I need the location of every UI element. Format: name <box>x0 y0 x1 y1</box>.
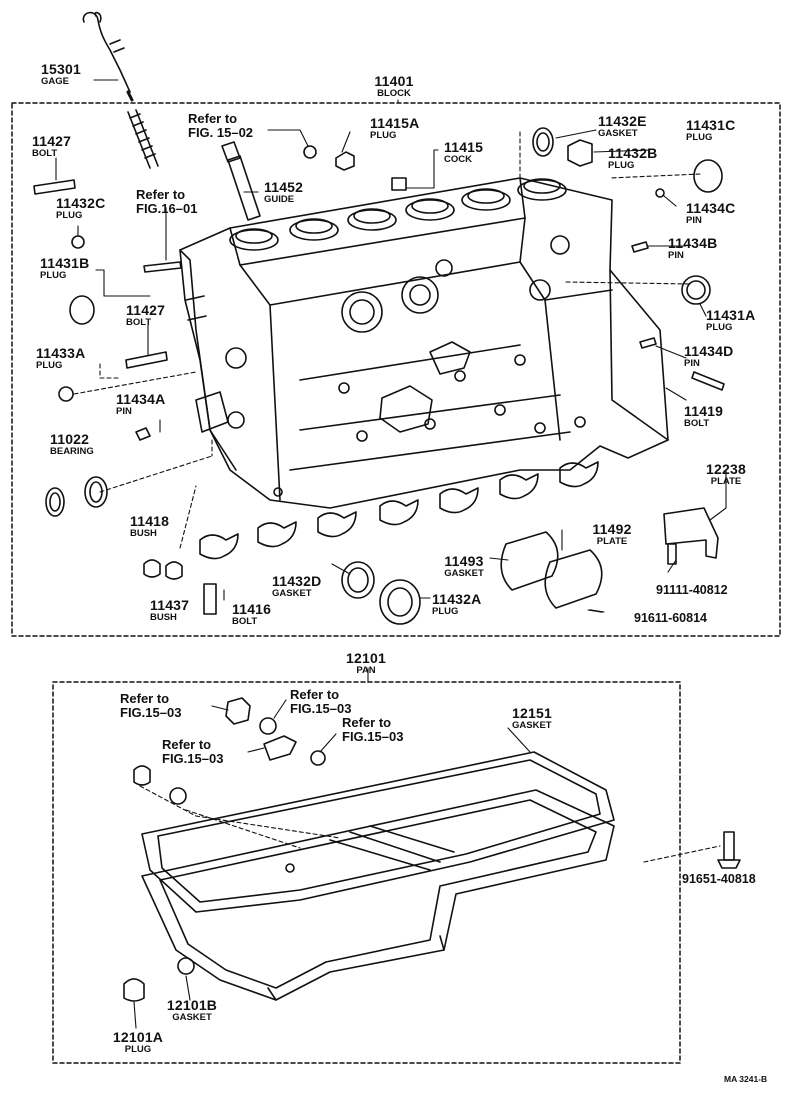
part-label-gage: 15301 GAGE <box>41 61 81 87</box>
part-label-plate-12238: 12238 PLATE <box>706 461 746 487</box>
part-label-plug-11432b: 11432B PLUG <box>608 145 658 171</box>
rear-plug-gasket-icon <box>341 561 421 625</box>
cylinder-block-icon <box>179 177 669 509</box>
pan-group-number: 12101 <box>346 650 386 666</box>
part-label-pin-11434c: 11434C PIN <box>686 200 736 226</box>
part-label-bolt-11416: 11416 BOLT <box>232 601 272 627</box>
ref-fig-15-03-a: Refer to FIG.15–03 <box>120 691 182 720</box>
pan-bolt-icon <box>717 831 741 869</box>
bushes-icon <box>143 559 217 615</box>
drawing-id: MA 3241-B <box>724 1074 768 1084</box>
part-label-bearing: 11022 BEARING <box>50 431 94 457</box>
part-label-gasket-11432e: 11432E GASKET <box>598 113 647 139</box>
code-91611-60814: 91611-60814 <box>634 611 707 625</box>
leader-lines <box>55 79 727 1029</box>
block-group-number: 11401 <box>374 73 414 89</box>
plugs-right-icon <box>303 127 725 391</box>
part-label-plug-11431b: 11431B PLUG <box>40 255 90 281</box>
dipstick-tube-icon <box>127 109 159 169</box>
part-label-plate-11492: 11492 PLATE <box>592 521 632 547</box>
part-label-cock-11415: 11415 COCK <box>444 139 484 165</box>
part-label-gasket-12151: 12151 GASKET <box>512 705 552 731</box>
ref-fig-16-01: Refer to FIG.16–01 <box>136 187 198 216</box>
part-label-bolt-11427-top: 11427 BOLT <box>32 133 72 159</box>
part-label-plug-12101a: 12101A PLUG <box>112 1029 164 1055</box>
part-label-bush-11418: 11418 BUSH <box>130 513 170 539</box>
stud-bolts-icon <box>33 179 182 369</box>
block-group-frame <box>11 102 781 637</box>
block-group-name: BLOCK <box>377 88 411 99</box>
ref-fig-15-03-b: Refer to FIG.15–03 <box>290 687 352 716</box>
ref-fig-15-03-d: Refer to FIG.15–03 <box>342 715 404 744</box>
part-label-plug-11432a: 11432A PLUG <box>432 591 482 617</box>
part-label-plug-11431a: 11431A PLUG <box>706 307 756 333</box>
part-label-bush-11437: 11437 BUSH <box>150 597 190 623</box>
ref-fig-15-02: Refer to FIG. 15–02 <box>188 111 254 140</box>
part-label-pin-11434a: 11434A PIN <box>116 391 166 417</box>
oil-pan-gasket-icon <box>141 751 615 913</box>
bearing-caps-icon <box>199 461 599 560</box>
code-91111-40812: 91111-40812 <box>656 583 728 597</box>
guide-sleeve-icon <box>221 141 261 221</box>
block-group-label: 11401 BLOCK <box>363 74 425 99</box>
part-label-guide-11452: 11452 GUIDE <box>264 179 304 205</box>
part-label-plug-11433a: 11433A PLUG <box>36 345 86 371</box>
plugs-left-icon <box>58 235 151 441</box>
part-label-pin-11434b: 11434B PIN <box>668 235 718 261</box>
pan-group-name: PAN <box>356 665 376 676</box>
part-label-gasket-11493: 11493 GASKET <box>444 553 484 579</box>
part-label-bolt-11427-mid: 11427 BOLT <box>126 302 166 328</box>
part-label-bolt-11419: 11419 BOLT <box>684 403 724 429</box>
part-label-gasket-12101b: 12101B GASKET <box>166 997 218 1023</box>
code-91651-40818: 91651-40818 <box>682 872 756 886</box>
ref-fig-15-03-c: Refer to FIG.15–03 <box>162 737 224 766</box>
drain-plugs-icon <box>123 697 326 1002</box>
part-label-plug-11431c: 11431C PLUG <box>686 117 736 143</box>
part-label-plug-11432c: 11432C PLUG <box>56 195 106 221</box>
bearing-sleeves-icon <box>45 476 108 517</box>
dipstick-gage-icon <box>82 11 134 102</box>
pan-group-label: 12101 PAN <box>335 651 397 676</box>
part-label-plug-11415a: 11415A PLUG <box>370 115 420 141</box>
part-label-pin-11434d: 11434D PIN <box>684 343 734 369</box>
bracket-plate-icon <box>663 507 719 565</box>
part-label-gasket-11432d: 11432D GASKET <box>272 573 322 599</box>
oil-pan-icon <box>141 789 615 1001</box>
